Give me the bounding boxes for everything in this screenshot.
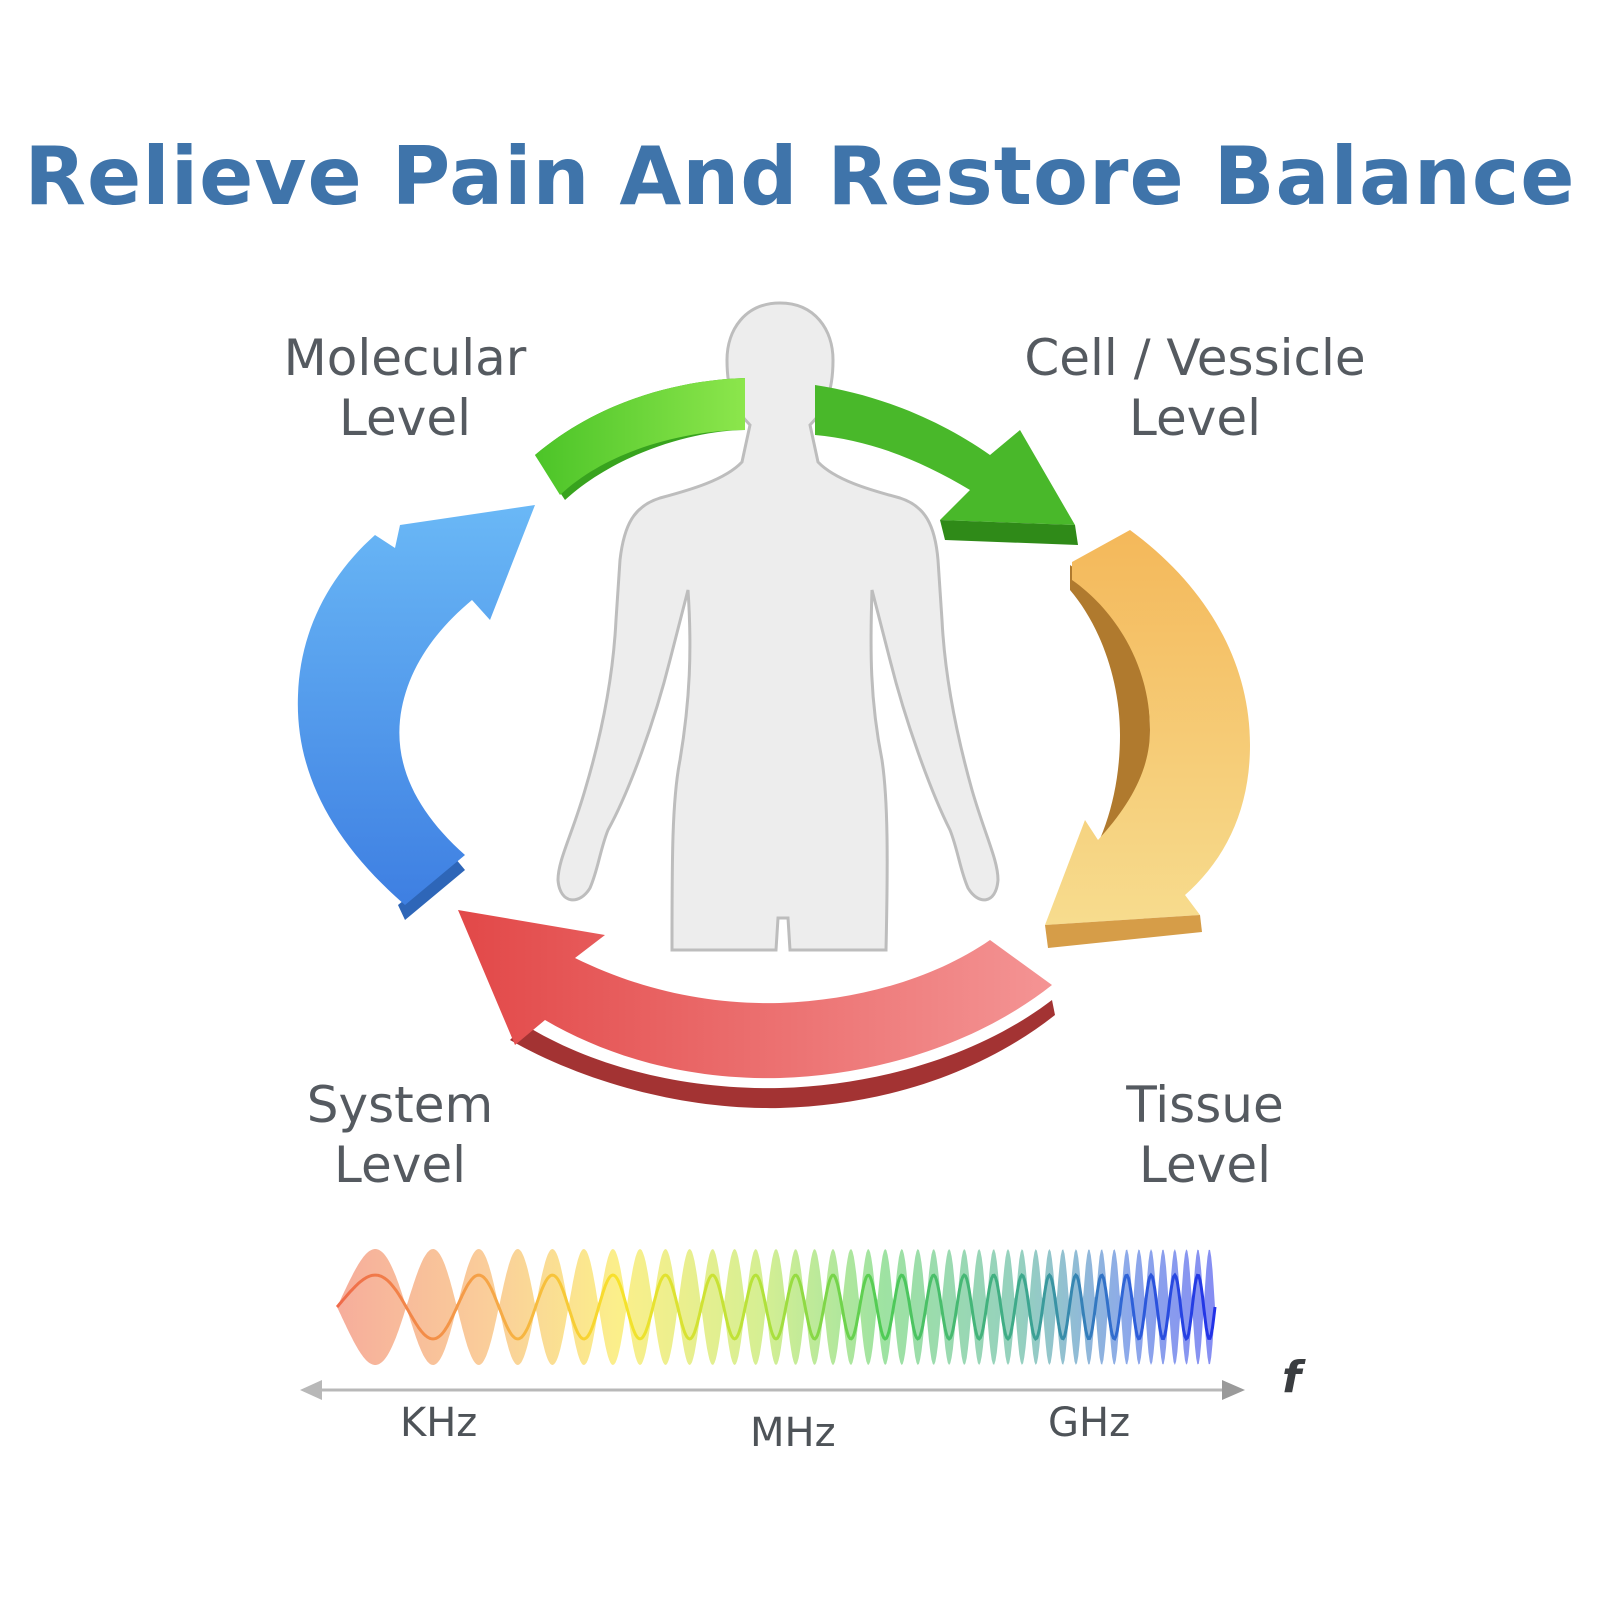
label-line: Molecular [283, 329, 527, 387]
label-line: Level [334, 1136, 466, 1194]
label-line: System [306, 1076, 494, 1134]
green-cycle-arrow [535, 378, 1078, 545]
wave-line [335, 1272, 1217, 1342]
page-title: Relieve Pain And Restore Balance [24, 130, 1576, 223]
label-line: Level [1139, 1136, 1271, 1194]
label-line: Level [1129, 389, 1261, 447]
freq-label-mhz: MHz [750, 1410, 836, 1456]
frequency-axis [300, 1380, 1245, 1400]
label-line: Tissue [1126, 1076, 1284, 1134]
label-tissue-level: Tissue Level [1055, 1075, 1355, 1195]
yellow-cycle-arrow [1045, 530, 1250, 948]
freq-label-khz: KHz [400, 1400, 478, 1446]
label-line: Level [339, 389, 471, 447]
freq-label-ghz: GHz [1048, 1400, 1131, 1446]
label-cell-level: Cell / Vessicle Level [975, 328, 1415, 448]
label-line: Cell / Vessicle [1024, 329, 1366, 387]
red-cycle-arrow [458, 910, 1055, 1109]
blue-cycle-arrow [297, 505, 535, 920]
frequency-symbol: f [1282, 1352, 1302, 1403]
label-system-level: System Level [250, 1075, 550, 1195]
frequency-wave [335, 1249, 1217, 1365]
label-molecular-level: Molecular Level [255, 328, 555, 448]
human-body-silhouette [556, 301, 1000, 952]
